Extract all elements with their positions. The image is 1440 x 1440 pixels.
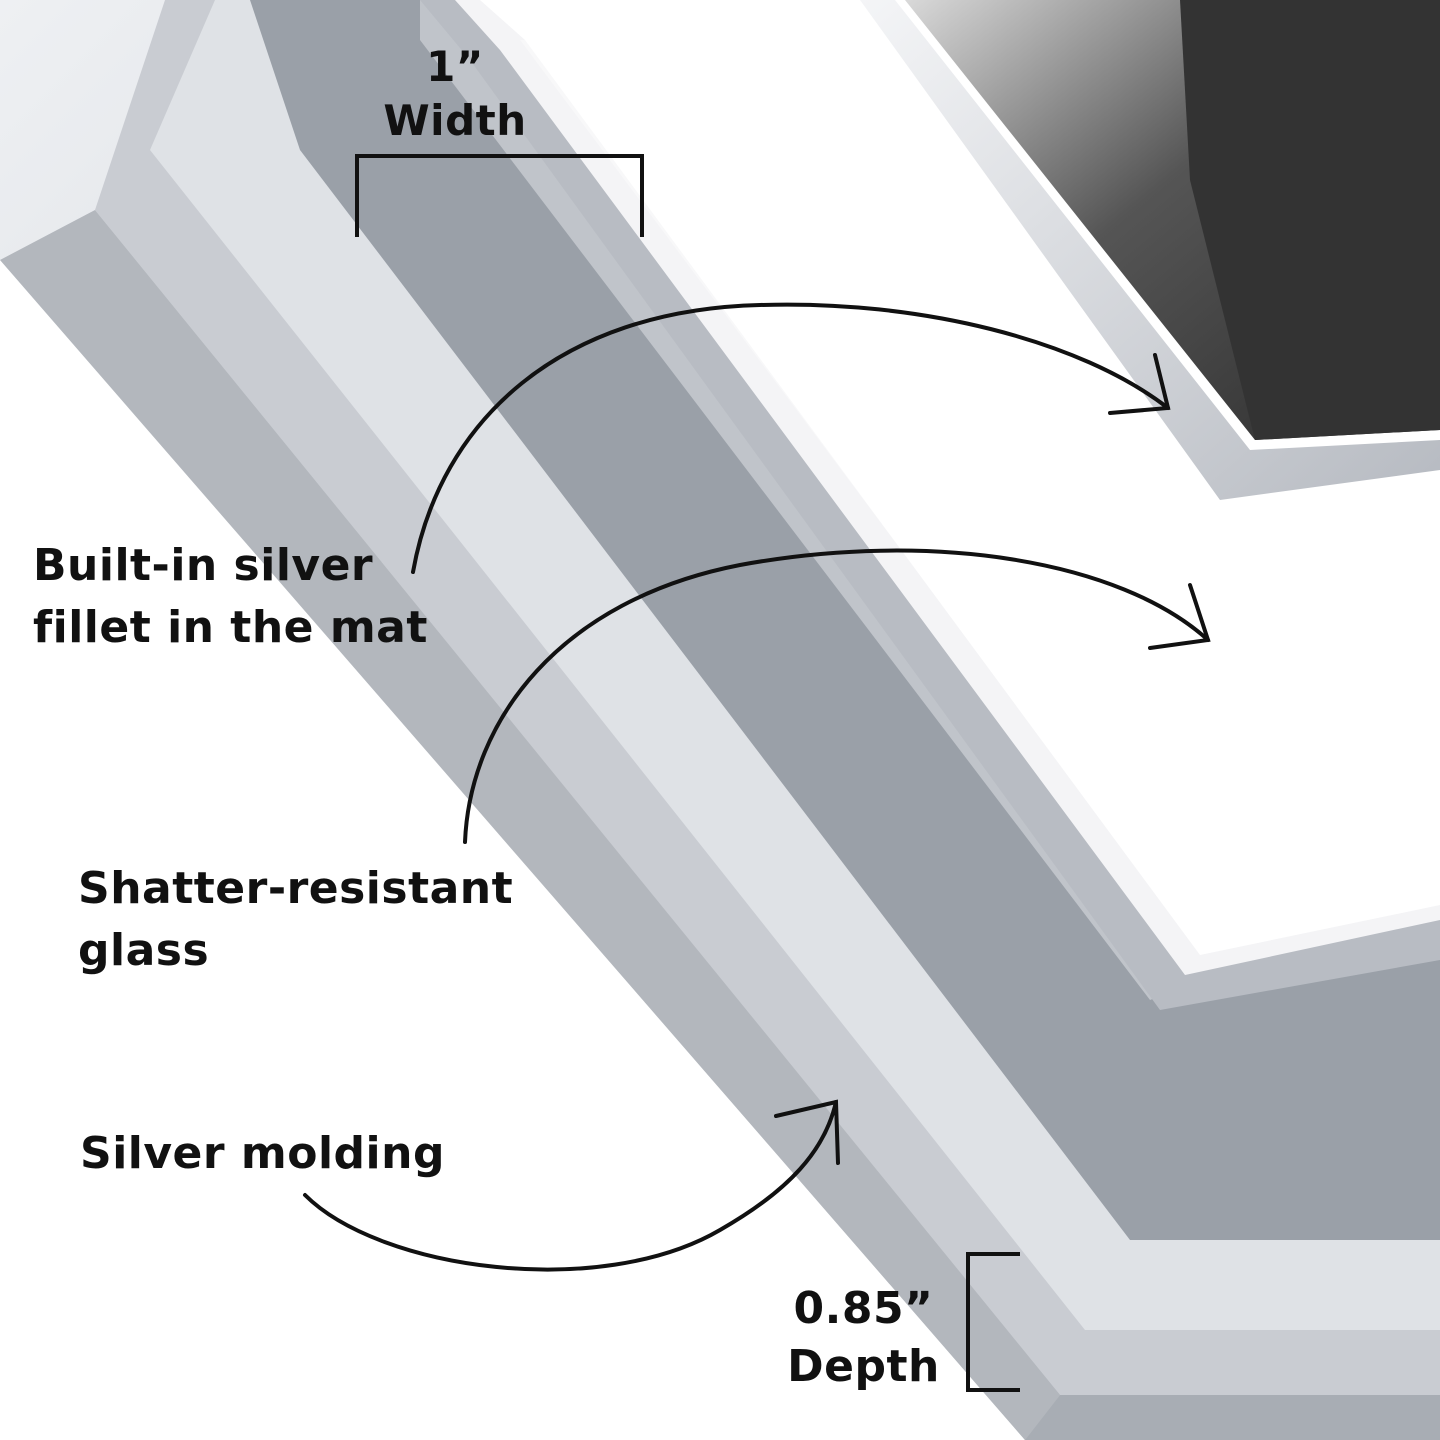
depth-value: 0.85” xyxy=(793,1283,934,1334)
glass-highlight xyxy=(520,40,1440,950)
depth-caption: Depth xyxy=(787,1341,940,1392)
glass-callout: Shatter-resistant glass xyxy=(78,858,513,982)
width-callout: 1” Width xyxy=(355,40,555,148)
fillet-arrowhead xyxy=(1108,353,1171,415)
glass-line-1: Shatter-resistant xyxy=(78,863,514,914)
width-caption: Width xyxy=(383,96,527,145)
fillet-callout: Built-in silver fillet in the mat xyxy=(33,535,428,659)
fillet-line-2: fillet in the mat xyxy=(33,602,428,653)
depth-callout: 0.85” Depth xyxy=(776,1280,951,1396)
molding-callout: Silver molding xyxy=(80,1126,445,1182)
fillet-line-1: Built-in silver xyxy=(33,540,374,591)
molding-text: Silver molding xyxy=(80,1128,445,1179)
framed-photo xyxy=(905,0,1440,440)
glass-arrow xyxy=(463,548,1210,844)
fillet-arrow xyxy=(411,302,1170,574)
glass-arrowhead xyxy=(1148,583,1211,650)
glass-line-2: glass xyxy=(78,925,210,976)
width-value: 1” xyxy=(426,42,484,91)
molding-arrow xyxy=(303,1100,838,1272)
molding-arrowhead xyxy=(774,1099,840,1165)
